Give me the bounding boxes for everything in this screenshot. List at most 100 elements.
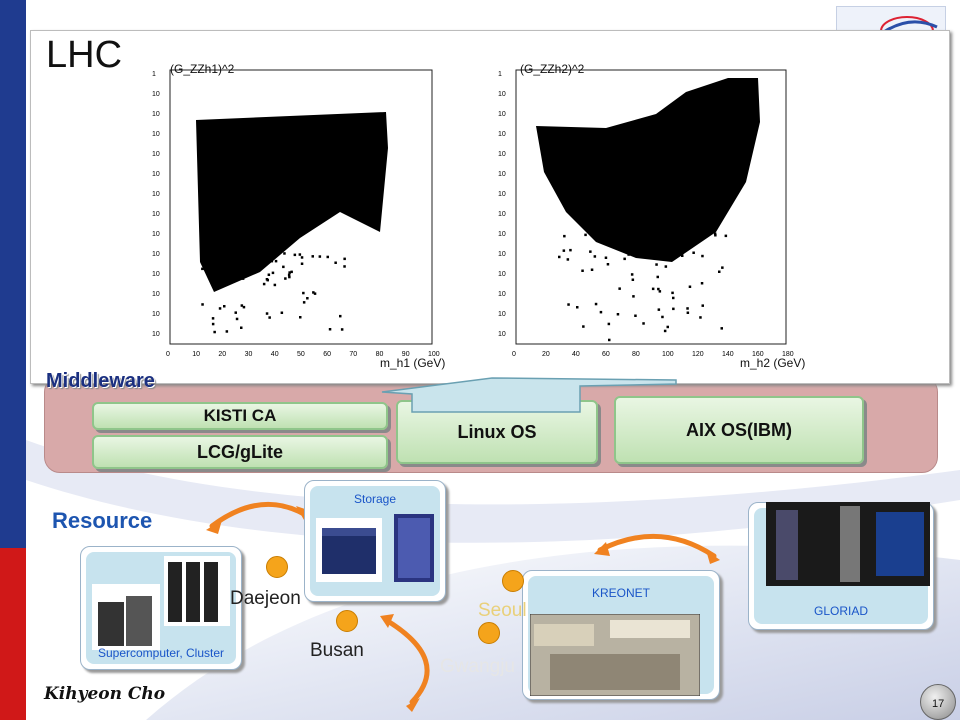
left-x-tick: 40 <box>271 351 279 358</box>
right-scatter-point <box>625 238 629 242</box>
right-scatter-point <box>642 322 645 325</box>
right-y-tick: 10 <box>498 331 506 338</box>
left-scatter-point <box>220 259 223 262</box>
left-scatter-point <box>235 317 239 321</box>
storage-card: Storage <box>304 480 446 602</box>
right-y-tick: 1 <box>498 71 502 78</box>
right-scatter-point <box>606 234 610 238</box>
left-y-tick: 10 <box>152 91 160 98</box>
left-scatter-point <box>203 256 207 259</box>
right-x-tick: 160 <box>752 351 764 358</box>
left-scatter-point <box>313 292 317 295</box>
left-scatter-point <box>239 260 243 263</box>
left-x-tick: 20 <box>218 351 226 358</box>
callout-arrow <box>381 377 677 413</box>
page-number: 17 <box>932 698 945 710</box>
right-scatter-point <box>606 263 610 266</box>
right-scatter-point <box>666 325 669 329</box>
right-scatter-point <box>681 254 684 257</box>
left-scatter-point <box>242 305 246 309</box>
right-plot-x-title: m_h2 (GeV) <box>740 356 806 370</box>
left-y-tick: 10 <box>152 191 160 198</box>
left-accent-bar-blue <box>0 0 26 548</box>
city-label-gwangju: Gwangju <box>440 656 515 677</box>
storage-image <box>316 514 434 582</box>
right-scatter-point <box>651 287 655 291</box>
node-gwangju <box>478 622 500 644</box>
left-accent-bar-red <box>0 548 26 720</box>
right-scatter-point <box>720 327 723 330</box>
left-scatter-point <box>328 328 332 331</box>
left-scatter-point <box>334 261 337 264</box>
right-scatter-point <box>590 268 594 271</box>
right-scatter-point <box>701 254 704 258</box>
left-y-tick: 10 <box>152 211 160 218</box>
right-scatter-point <box>614 233 617 236</box>
right-scatter-point <box>608 338 611 342</box>
left-scatter-point <box>343 265 346 268</box>
left-scatter-point <box>248 267 251 270</box>
gloriad-card: GLORIAD <box>748 502 934 630</box>
right-y-tick: 10 <box>498 251 506 258</box>
left-x-tick: 80 <box>376 351 384 358</box>
left-scatter-point <box>280 311 284 314</box>
right-scatter-point <box>678 238 681 242</box>
right-scatter-point <box>698 232 701 236</box>
left-scatter-point <box>209 267 213 270</box>
left-scatter-point <box>265 312 269 315</box>
right-scatter-point <box>567 303 570 306</box>
right-scatter-point <box>584 233 587 237</box>
right-scatter-point <box>658 290 662 293</box>
city-label-busan: Busan <box>310 640 364 661</box>
right-scatter-point <box>718 270 721 273</box>
left-scatter-point <box>207 271 210 274</box>
right-x-tick: 140 <box>722 351 734 358</box>
page-indicator <box>920 684 956 720</box>
right-scatter-point <box>671 291 674 295</box>
kreonet-caption: KREONET <box>591 586 650 600</box>
left-scatter-point <box>234 263 237 266</box>
left-scatter-point <box>340 328 344 331</box>
right-x-tick: 20 <box>542 351 550 358</box>
right-y-tick: 10 <box>498 231 506 238</box>
left-x-tick: 50 <box>297 351 305 358</box>
left-scatter-point <box>300 256 304 259</box>
left-x-tick: 30 <box>245 351 253 358</box>
right-x-tick: 120 <box>692 351 704 358</box>
supercomputer-image <box>92 556 230 650</box>
left-y-tick: 10 <box>152 171 160 178</box>
left-scatter-point <box>225 330 229 333</box>
city-label-seoul: Seoul <box>478 600 527 621</box>
left-scatter-point <box>302 291 305 295</box>
left-scatter-point <box>300 262 304 265</box>
right-scatter-point <box>576 306 579 309</box>
right-scatter-point <box>663 329 667 333</box>
left-scatter-point <box>201 267 204 271</box>
left-scatter-point <box>343 257 346 261</box>
right-scatter-point <box>678 244 681 247</box>
left-scatter-point <box>240 326 243 329</box>
right-scatter-point <box>581 269 584 272</box>
left-x-tick: 0 <box>166 351 170 358</box>
left-scatter-point <box>267 273 271 276</box>
right-scatter-point <box>648 246 651 249</box>
left-scatter-point <box>293 253 297 257</box>
right-scatter-point <box>663 234 666 237</box>
left-x-tick: 60 <box>323 351 331 358</box>
gloriad-caption: GLORIAD <box>813 604 868 618</box>
right-scatter-point <box>636 234 639 238</box>
left-y-tick: 10 <box>152 151 160 158</box>
author-name: Kihyeon Cho <box>44 684 166 704</box>
right-scatter-point <box>703 234 706 237</box>
left-scatter-point <box>218 273 221 277</box>
right-x-tick: 100 <box>662 351 674 358</box>
left-scatter-point <box>265 278 269 281</box>
left-scatter-point <box>232 270 235 273</box>
middleware-label: Middleware <box>46 370 155 392</box>
slide-title: LHC <box>46 34 123 76</box>
right-scatter-point <box>563 234 566 238</box>
left-scatter-point <box>234 311 237 314</box>
right-y-tick: 10 <box>498 271 506 278</box>
